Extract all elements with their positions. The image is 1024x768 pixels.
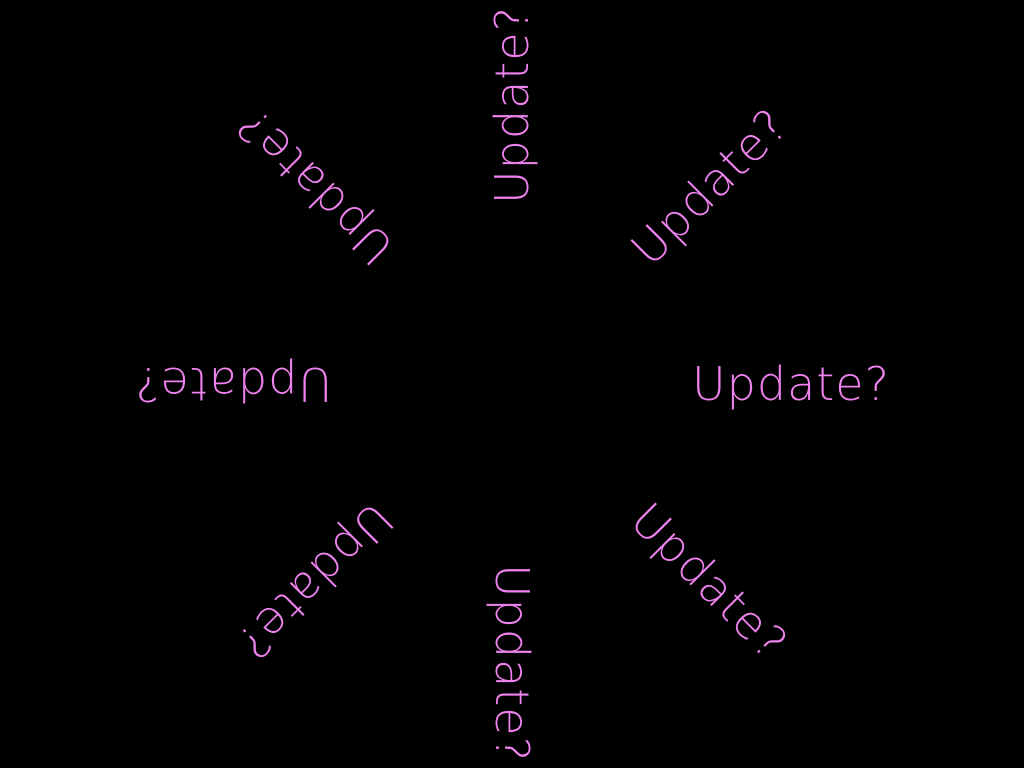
handwritten-word: Update?	[485, 5, 539, 204]
handwritten-word: Update?	[620, 97, 799, 276]
handwritten-word: Update?	[485, 564, 539, 763]
handwritten-word: Update?	[620, 492, 799, 671]
handwritten-word: Update?	[692, 357, 891, 411]
handwritten-word: Update?	[225, 97, 404, 276]
handwritten-word: Update?	[133, 357, 332, 411]
handwritten-word: Update?	[225, 492, 404, 671]
